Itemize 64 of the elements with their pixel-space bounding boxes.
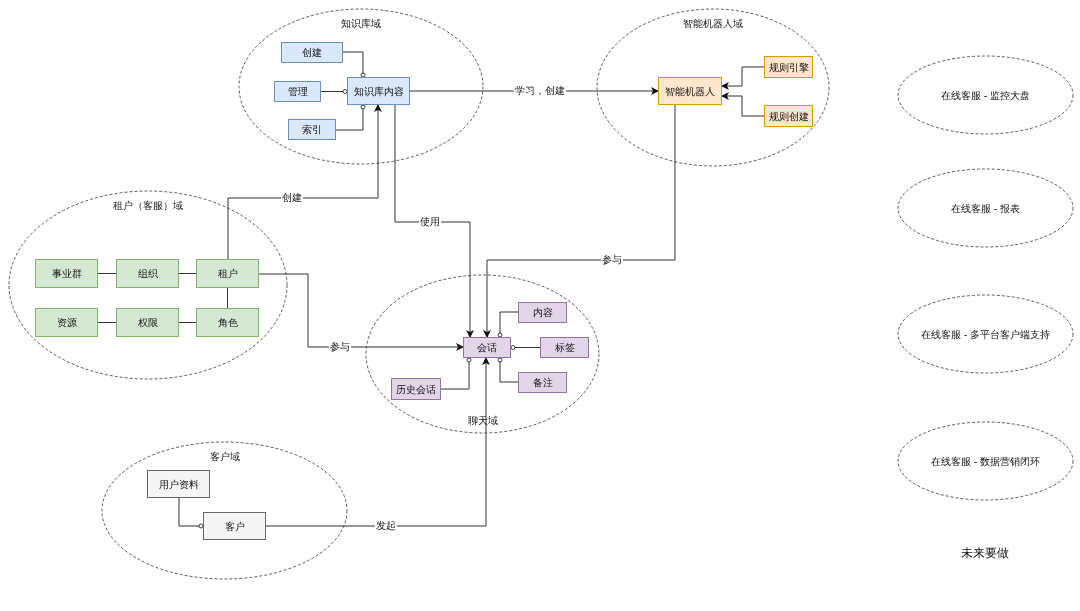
entity-box: 组织 xyxy=(116,259,179,288)
domain-title: 知识库域 xyxy=(340,17,382,31)
entity-box: 规则创建 xyxy=(764,105,813,127)
connector xyxy=(265,357,490,527)
entity-box: 会话 xyxy=(463,337,511,358)
entity-box: 内容 xyxy=(518,302,567,323)
entity-box: 权限 xyxy=(116,308,179,337)
entity-box: 角色 xyxy=(196,308,259,337)
connector xyxy=(510,345,541,350)
entity-box: 规则引擎 xyxy=(764,56,813,78)
connector xyxy=(178,273,197,274)
connector xyxy=(721,66,765,90)
entity-box: 管理 xyxy=(274,81,321,102)
domain-text: 在线客服 - 数据营销闭环 xyxy=(929,454,1042,469)
domain-title: 租户（客服）域 xyxy=(112,199,184,213)
entity-box: 创建 xyxy=(281,42,343,63)
connector xyxy=(227,104,382,260)
entity-box: 客户 xyxy=(203,512,266,540)
connector xyxy=(497,311,519,338)
entity-box: 历史会话 xyxy=(391,378,441,400)
entity-box: 资源 xyxy=(35,308,98,337)
entity-box: 备注 xyxy=(518,372,567,393)
domain-ellipse xyxy=(897,421,1074,501)
connector xyxy=(483,104,676,338)
edge-label: 参与 xyxy=(329,342,351,352)
connector xyxy=(258,273,464,351)
connector xyxy=(178,322,197,323)
connector xyxy=(227,287,228,309)
domain-title: 智能机器人域 xyxy=(682,17,744,31)
entity-box: 租户 xyxy=(196,259,259,288)
domain-ellipse xyxy=(365,274,600,434)
domain-ellipse xyxy=(238,8,484,165)
domain-text: 在线客服 - 报表 xyxy=(949,201,1022,216)
edge-label: 学习，创建 xyxy=(514,86,566,96)
edge-label: 使用 xyxy=(419,217,441,227)
domain-title: 客户域 xyxy=(208,450,241,464)
connector xyxy=(320,89,348,94)
domain-title: 聊天域 xyxy=(466,414,499,428)
entity-box: 索引 xyxy=(288,119,336,140)
entity-box: 标签 xyxy=(540,337,589,358)
edge-label: 发起 xyxy=(375,521,397,531)
connector xyxy=(497,357,519,383)
domain-ellipse xyxy=(596,8,830,167)
connector xyxy=(440,357,472,390)
connector xyxy=(342,51,366,78)
connector xyxy=(97,273,117,274)
entity-box: 知识库内容 xyxy=(347,77,410,105)
note-text: 未来要做 xyxy=(960,545,1010,562)
entity-box: 用户资料 xyxy=(147,470,210,498)
domain-ellipse xyxy=(897,168,1074,248)
edge-label: 参与 xyxy=(601,255,623,265)
connector xyxy=(178,497,204,529)
entity-box: 智能机器人 xyxy=(658,77,722,105)
connector xyxy=(97,322,117,323)
domain-text: 在线客服 - 多平台客户端支持 xyxy=(919,327,1052,342)
connector xyxy=(394,104,474,338)
domain-text: 在线客服 - 监控大盘 xyxy=(939,88,1032,103)
entity-box: 事业群 xyxy=(35,259,98,288)
domain-ellipse xyxy=(897,294,1074,374)
connector xyxy=(721,92,765,117)
connector xyxy=(335,104,366,131)
domain-ellipse xyxy=(897,55,1074,135)
domain-ellipse xyxy=(101,441,348,580)
edge-label: 创建 xyxy=(281,193,303,203)
